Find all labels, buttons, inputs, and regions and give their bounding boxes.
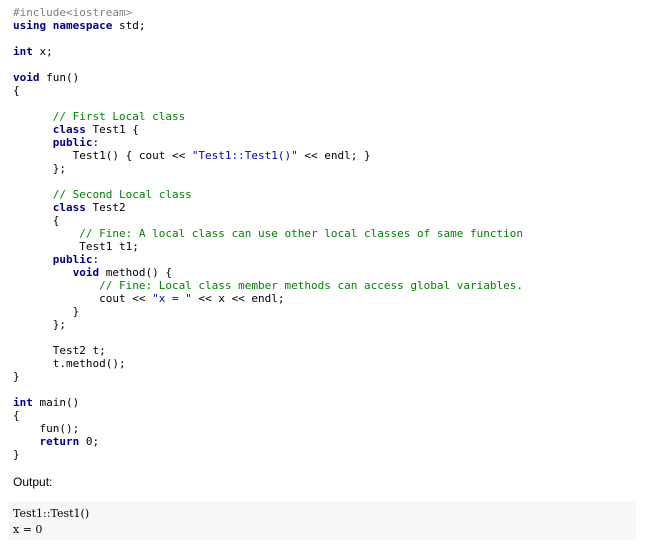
- code-block: #include<iostream>using namespace std; in…: [13, 6, 523, 461]
- code-token: Test1 {: [85, 123, 139, 136]
- code-token: Test2: [85, 201, 126, 214]
- code-line: // Fine: Local class member methods can …: [13, 279, 523, 292]
- code-token: fun();: [13, 422, 80, 435]
- code-line: }: [13, 305, 523, 318]
- code-token: Test2 t;: [13, 344, 106, 357]
- code-token: [13, 123, 53, 136]
- code-token: "x = ": [152, 292, 192, 305]
- code-line: class Test1 {: [13, 123, 523, 136]
- code-line: [13, 331, 523, 344]
- code-line: Test1 t1;: [13, 240, 523, 253]
- code-line: void fun(): [13, 71, 523, 84]
- code-token: :: [92, 136, 100, 149]
- code-line: cout << "x = " << x << endl;: [13, 292, 523, 305]
- code-line: class Test2: [13, 201, 523, 214]
- code-line: {: [13, 84, 523, 97]
- code-token: #include<iostream>: [13, 6, 133, 19]
- code-line: // Fine: A local class can use other loc…: [13, 227, 523, 240]
- code-token: void: [72, 266, 100, 279]
- code-line: };: [13, 318, 523, 331]
- code-line: [13, 383, 523, 396]
- code-line: return 0;: [13, 435, 523, 448]
- code-line: {: [13, 409, 523, 422]
- code-token: class: [52, 201, 86, 214]
- code-line: void method() {: [13, 266, 523, 279]
- code-line: Test1() { cout << "Test1::Test1()" << en…: [13, 149, 523, 162]
- output-text: Test1::Test1()x = 0: [13, 506, 89, 538]
- code-token: // First Local class: [13, 110, 186, 123]
- code-token: void: [13, 71, 40, 84]
- code-token: }: [13, 370, 20, 383]
- code-token: << endl; }: [297, 149, 371, 162]
- code-line: // First Local class: [13, 110, 523, 123]
- code-line: [13, 32, 523, 45]
- code-token: [13, 253, 53, 266]
- code-token: [13, 435, 40, 448]
- code-token: };: [13, 162, 66, 175]
- code-token: using namespace: [13, 19, 113, 32]
- code-line: int x;: [13, 45, 523, 58]
- code-token: [13, 201, 53, 214]
- code-token: int: [13, 45, 33, 58]
- code-line: fun();: [13, 422, 523, 435]
- code-token: std;: [112, 19, 146, 32]
- code-token: method() {: [99, 266, 172, 279]
- code-line: using namespace std;: [13, 19, 523, 32]
- code-token: {: [13, 409, 20, 422]
- code-line: }: [13, 448, 523, 461]
- code-token: return: [39, 435, 80, 448]
- code-token: }: [13, 305, 80, 318]
- code-line: // Second Local class: [13, 188, 523, 201]
- output-line: Test1::Test1(): [13, 507, 90, 520]
- code-line: {: [13, 214, 523, 227]
- code-token: 0;: [79, 435, 100, 448]
- code-line: }: [13, 370, 523, 383]
- code-line: #include<iostream>: [13, 6, 523, 19]
- code-token: {: [13, 84, 20, 97]
- code-token: main(): [32, 396, 80, 409]
- code-token: x;: [32, 45, 53, 58]
- code-line: Test2 t;: [13, 344, 523, 357]
- code-token: cout <<: [13, 292, 153, 305]
- code-token: Test1() { cout <<: [13, 149, 192, 162]
- code-line: public:: [13, 253, 523, 266]
- code-line: [13, 97, 523, 110]
- code-token: [13, 266, 73, 279]
- code-token: // Second Local class: [13, 188, 192, 201]
- code-token: << x << endl;: [191, 292, 285, 305]
- code-token: public: [52, 253, 93, 266]
- code-token: Test1 t1;: [13, 240, 139, 253]
- code-token: // Fine: Local class member methods can …: [13, 279, 523, 292]
- code-line: };: [13, 162, 523, 175]
- code-token: {: [13, 214, 60, 227]
- code-token: };: [13, 318, 66, 331]
- code-line: public:: [13, 136, 523, 149]
- output-box: Test1::Test1()x = 0: [9, 501, 636, 540]
- output-label: Output:: [13, 475, 53, 489]
- code-token: :: [92, 253, 100, 266]
- code-token: t.method();: [13, 357, 126, 370]
- code-line: [13, 175, 523, 188]
- code-token: // Fine: A local class can use other loc…: [13, 227, 523, 240]
- code-token: public: [52, 136, 93, 149]
- code-line: t.method();: [13, 357, 523, 370]
- code-token: class: [52, 123, 86, 136]
- code-line: int main(): [13, 396, 523, 409]
- code-token: }: [13, 448, 20, 461]
- code-line: [13, 58, 523, 71]
- code-token: int: [13, 396, 33, 409]
- code-token: [13, 136, 53, 149]
- output-line: x = 0: [13, 523, 43, 536]
- code-token: "Test1::Test1()": [191, 149, 298, 162]
- code-token: fun(): [39, 71, 80, 84]
